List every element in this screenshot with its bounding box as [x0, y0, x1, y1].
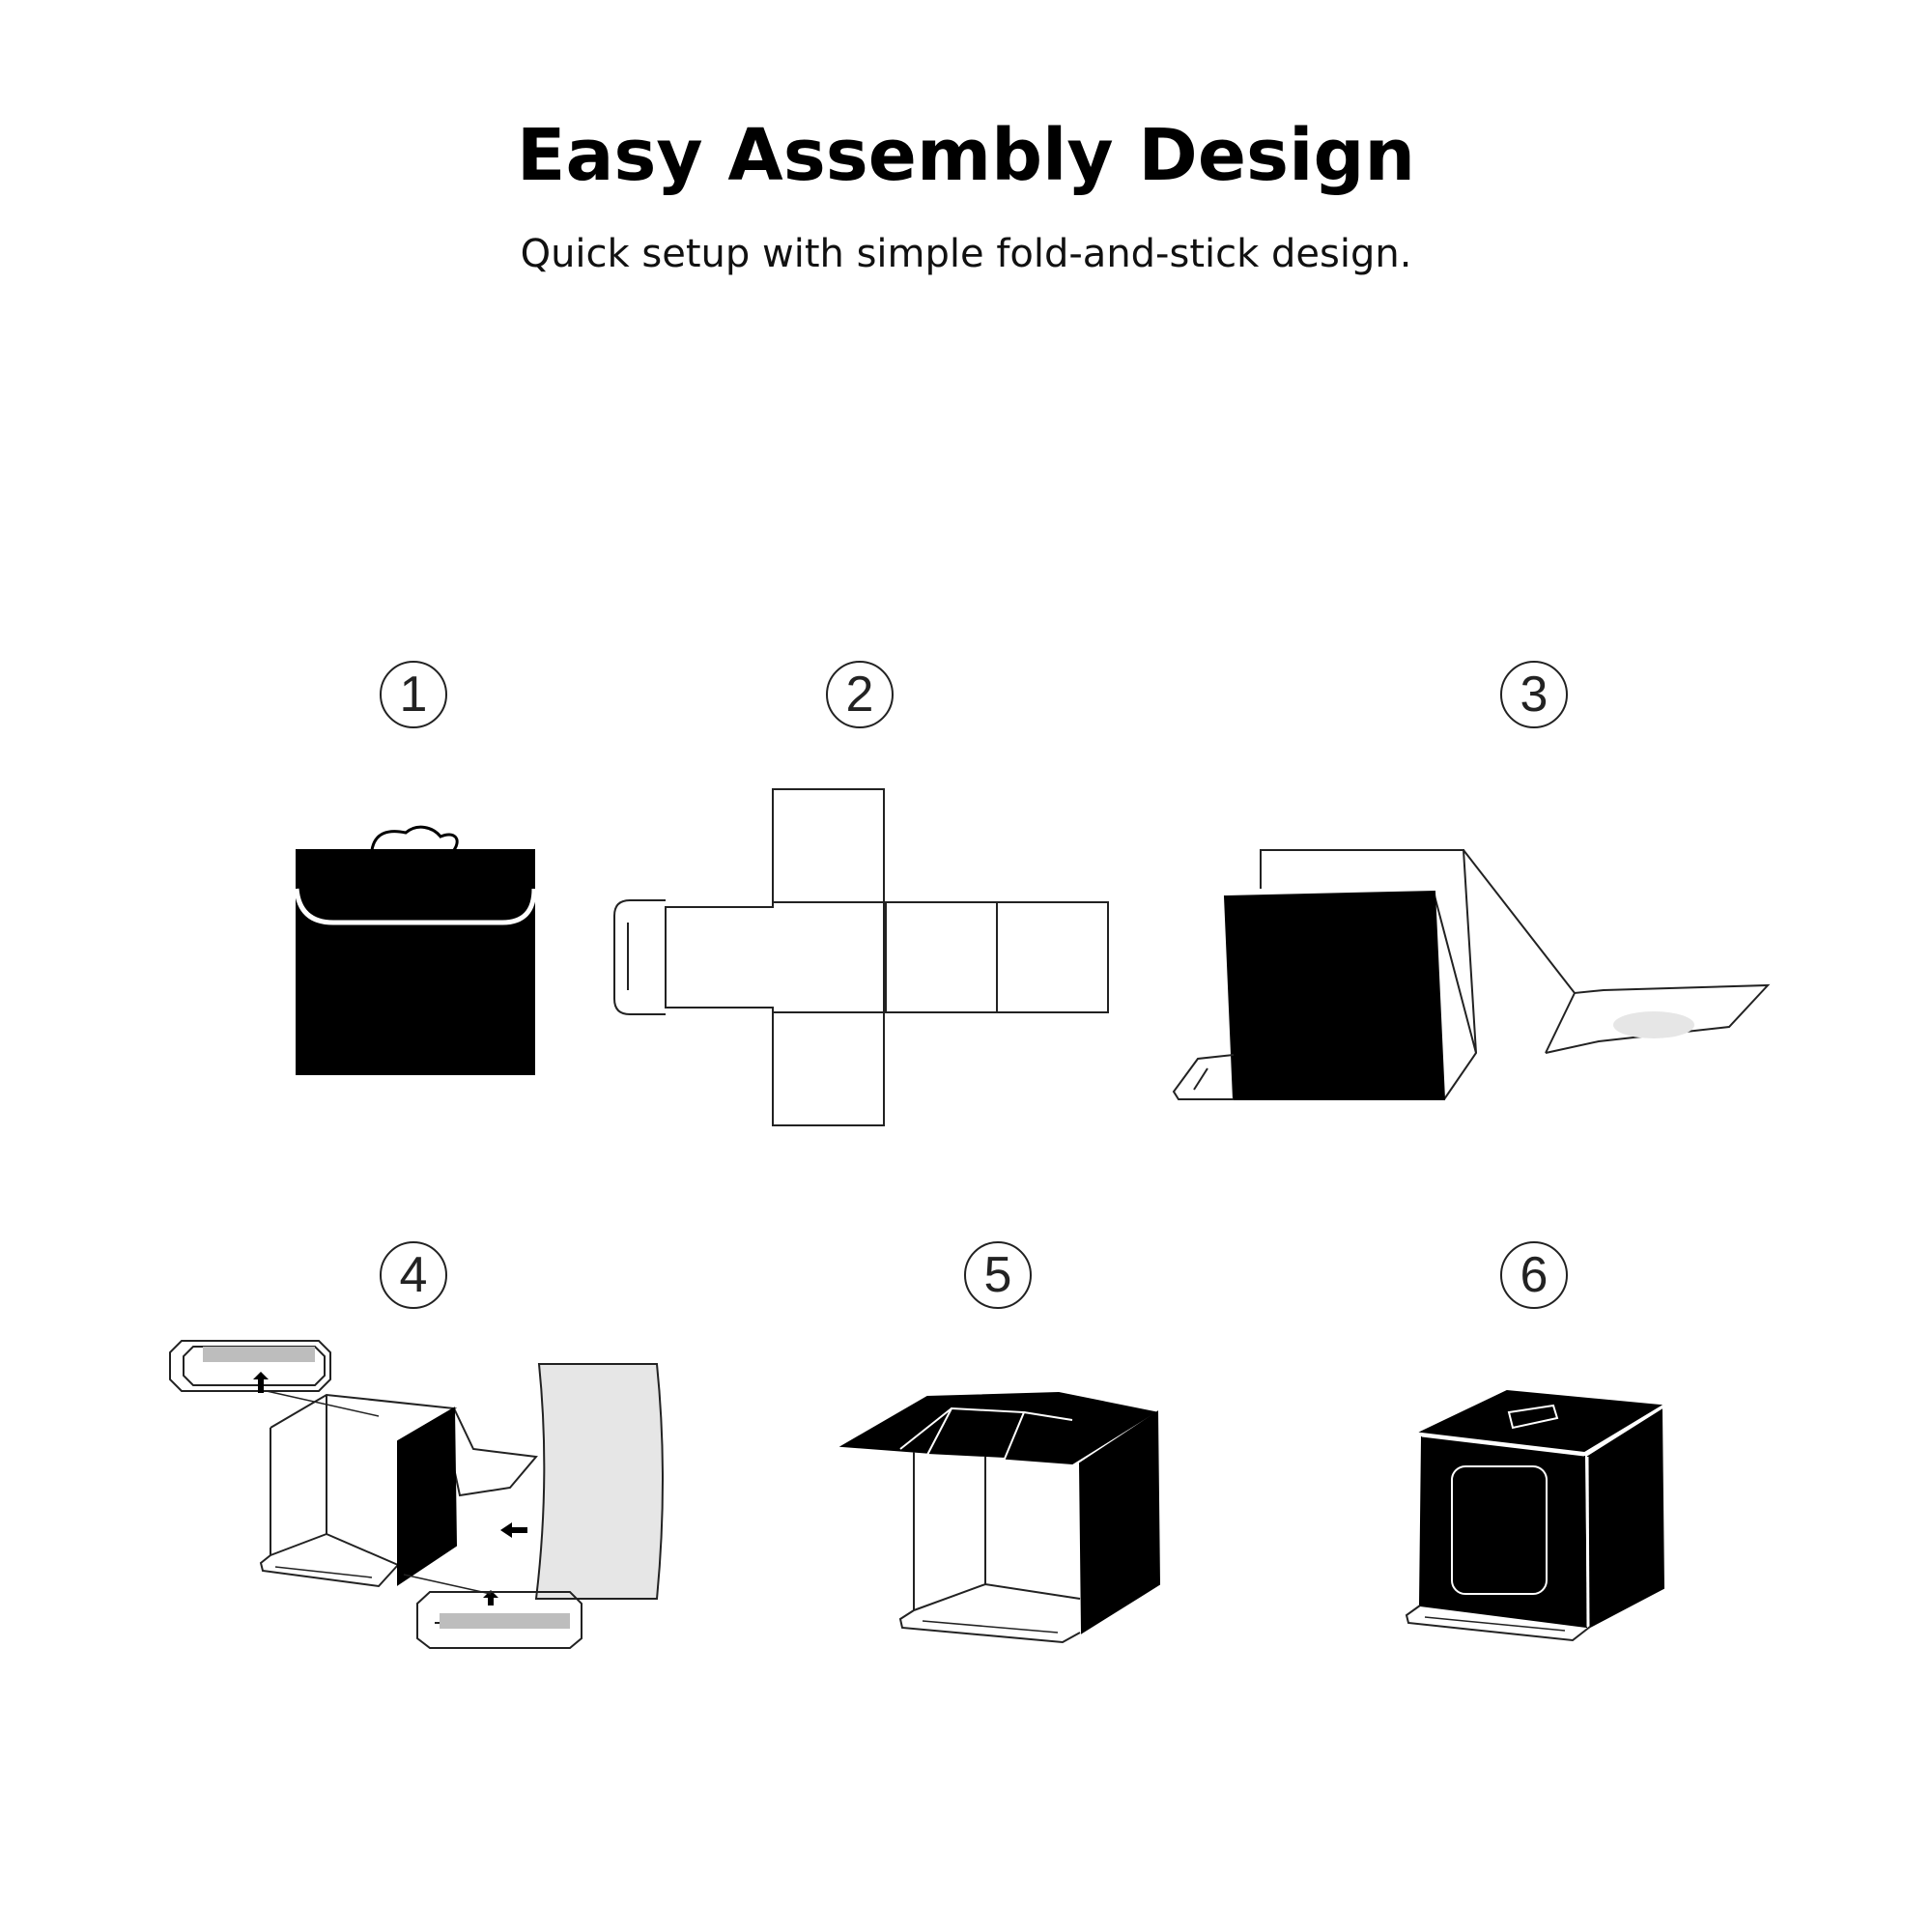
step-2-number: 2 — [826, 661, 894, 728]
page-title: Easy Assembly Design — [516, 114, 1416, 197]
step-6-number: 6 — [1500, 1241, 1568, 1309]
step-4-number: 4 — [380, 1241, 447, 1309]
step-3-number: 3 — [1500, 661, 1568, 728]
assembled-lightbox-icon — [1405, 1389, 1665, 1642]
folded-bag-icon — [294, 825, 537, 1075]
attach-strips-icon — [169, 1340, 664, 1649]
page-subtitle: Quick setup with simple fold-and-stick d… — [520, 232, 1412, 276]
open-top-box-icon — [838, 1391, 1161, 1644]
step-1-number: 1 — [380, 661, 447, 728]
step-5-number: 5 — [964, 1241, 1032, 1309]
unfolding-box-icon — [1172, 849, 1771, 1100]
unfolded-cross-net-icon — [613, 788, 1109, 1126]
